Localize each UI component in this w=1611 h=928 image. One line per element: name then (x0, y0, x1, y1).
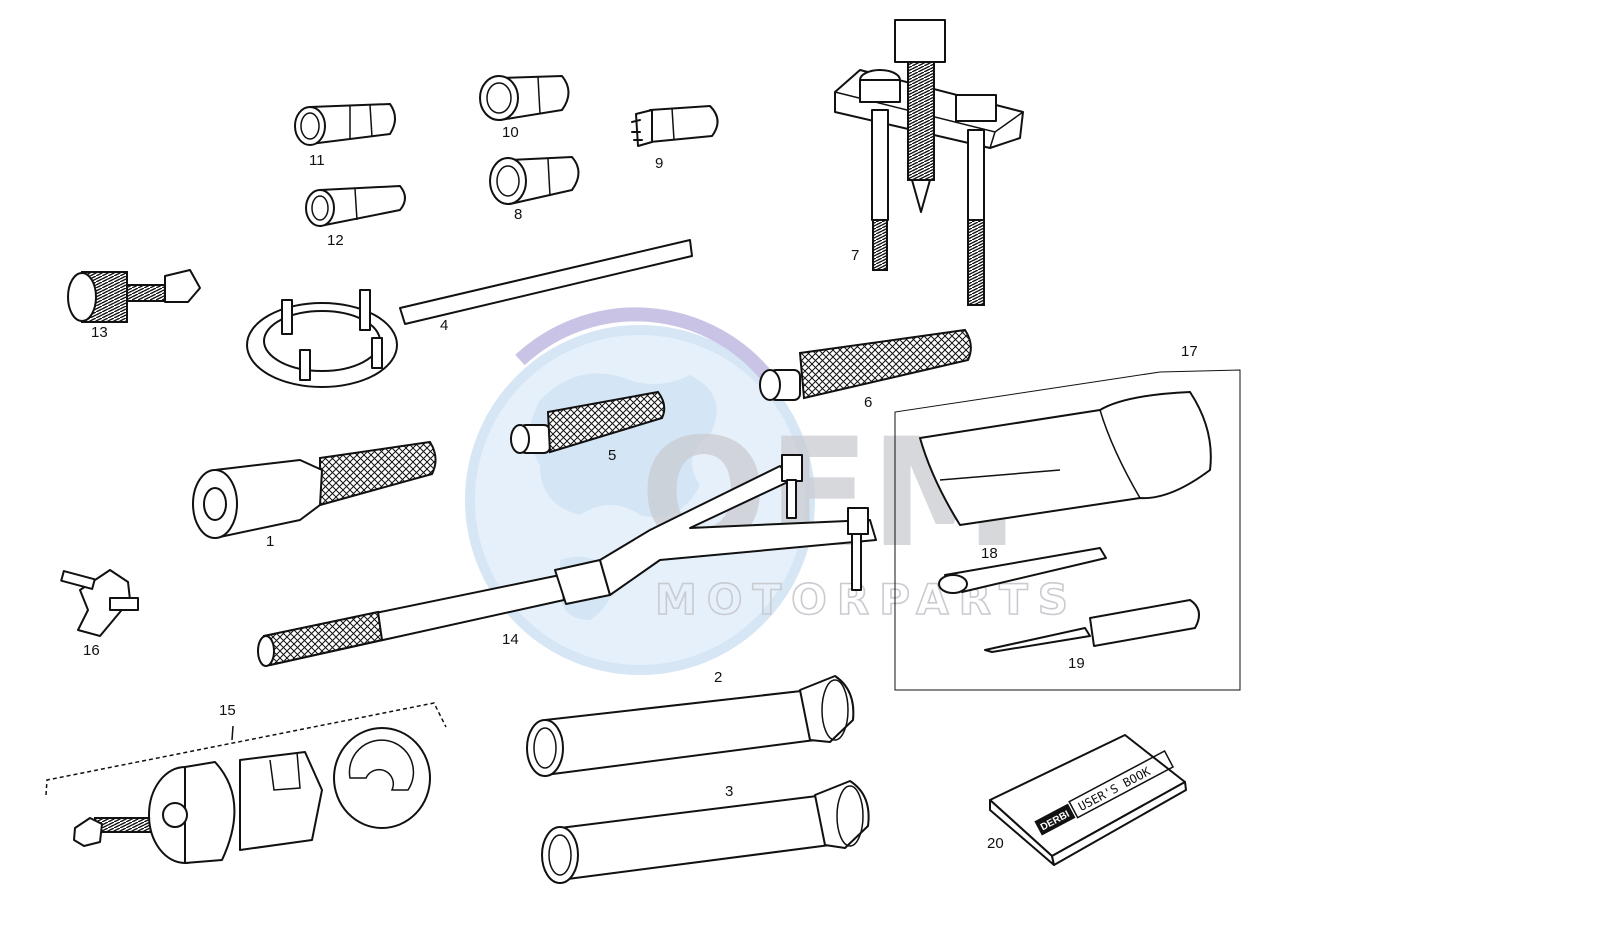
callout-5: 5 (608, 447, 616, 464)
callout-18: 18 (981, 545, 998, 562)
part-17-tool-kit (894, 369, 1241, 691)
callout-1: 1 (266, 533, 274, 550)
part-9-splined-socket (631, 105, 719, 147)
callout-6: 6 (864, 394, 872, 411)
callout-3: 3 (725, 783, 733, 800)
callout-13: 13 (91, 324, 108, 341)
part-11-socket-tool (294, 103, 396, 146)
callout-12: 12 (327, 232, 344, 249)
callout-9: 9 (655, 155, 663, 172)
part-5-drift-tool (510, 390, 666, 454)
callout-7: 7 (851, 247, 859, 264)
callout-10: 10 (502, 124, 519, 141)
part-8-socket-tool (489, 156, 580, 205)
watermark-arc-icon (515, 307, 776, 385)
part-13-flywheel-extractor (67, 269, 201, 323)
part-1-bearing-driver (192, 440, 437, 539)
callout-20: 20 (987, 835, 1004, 852)
callout-16: 16 (83, 642, 100, 659)
watermark-subtitle: MOTORPARTS (655, 575, 1078, 624)
callout-19: 19 (1068, 655, 1085, 672)
part-7-puller (834, 19, 1024, 306)
part-20-users-book: DERBI USER'S BOOK (989, 734, 1187, 866)
part-6-drift-tool (759, 328, 972, 401)
book-brand-box (1034, 803, 1076, 836)
part-14-fork-wrench (257, 454, 877, 667)
part-12-socket-tool (305, 185, 406, 227)
callout-14: 14 (502, 631, 519, 648)
part-4-clutch-wrench (246, 239, 693, 388)
part-2-bearing-driver (526, 675, 855, 777)
callout-15: 15 (219, 702, 236, 719)
callout-8: 8 (514, 206, 522, 223)
callout-17: 17 (1181, 343, 1198, 360)
part-15-extractor-set (45, 702, 447, 864)
callout-11: 11 (309, 152, 325, 169)
part-10-socket-tool (479, 75, 570, 121)
callout-4: 4 (440, 317, 448, 334)
callout-2: 2 (714, 669, 722, 686)
part-3-bearing-driver (541, 780, 870, 884)
part-17-frame (894, 369, 1241, 691)
part-16-holding-tool (60, 569, 139, 637)
